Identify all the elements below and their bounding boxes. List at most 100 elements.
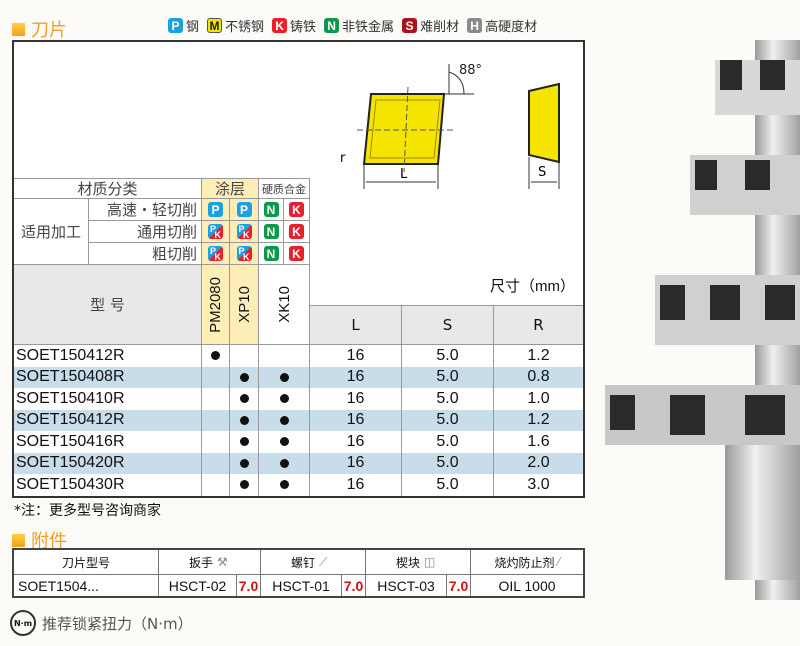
stock-dot-icon — [239, 394, 249, 404]
R-cell: 0.8 — [527, 368, 550, 386]
n-badge-icon: N — [263, 224, 279, 239]
stock-cell — [259, 345, 310, 367]
stock-cell — [230, 431, 259, 453]
L-label: L — [400, 167, 408, 182]
acc-header-oil: 烧灼防止剂⁄ — [471, 550, 583, 575]
S-cell: 5.0 — [402, 474, 494, 496]
legend-label: 难削材 — [420, 20, 460, 35]
stock-cell — [230, 345, 259, 367]
R-cell: 1.0 — [527, 389, 550, 407]
acc-header-wedge: 楔块◫ — [366, 550, 471, 575]
xk10-n-cell: N — [259, 199, 284, 221]
dim-R-header: R — [494, 305, 583, 345]
insert-drawing: 88° L r S — [340, 63, 560, 189]
wedge-icon: ◫ — [424, 555, 436, 569]
insert-section-title: 刀片 — [12, 16, 67, 42]
grade-header-pm2080: PM2080 — [202, 265, 230, 345]
S-cell: 5.0 — [402, 452, 494, 474]
k-badge-icon: K — [289, 246, 304, 261]
grade-header-xp10: XP10 — [230, 265, 259, 345]
stock-dot-icon — [239, 437, 249, 447]
acc-screw: HSCT-01 — [272, 577, 330, 594]
L-cell: 16 — [310, 345, 402, 367]
screw-icon: ⟋ — [319, 554, 328, 569]
section-title-text: 刀片 — [31, 20, 67, 41]
wrench-icon: ⚒ — [217, 555, 228, 569]
L-cell: 16 — [310, 409, 402, 431]
dim-S-header: S — [402, 305, 494, 345]
stock-dot-icon — [239, 458, 249, 468]
material-header: 材质分类 — [14, 178, 202, 199]
stock-cell — [259, 431, 310, 453]
model-header: 型 号 — [14, 265, 202, 345]
milling-cutter-photo — [605, 40, 800, 600]
stock-cell — [259, 452, 310, 474]
S-cell: 5.0 — [402, 409, 494, 431]
stock-cell — [202, 345, 230, 367]
model-cell: SOET150416R — [14, 431, 202, 453]
xk10-n-cell: N — [259, 221, 284, 243]
model-cell: SOET150412R — [14, 409, 202, 431]
apply-row-label: 粗切削 — [89, 243, 202, 265]
acc-wedge: HSCT-03 — [377, 577, 435, 594]
torque-note-label: 推荐锁紧扭力（N·m） — [42, 614, 193, 633]
dimension-header: 尺寸（mm） — [490, 277, 575, 295]
xk10-k-cell: K — [284, 243, 310, 265]
n-badge-icon: N — [263, 202, 279, 217]
stock-dot-icon — [211, 351, 220, 361]
accessory-table: 刀片型号 扳手⚒ 螺钉⟋ 楔块◫ 烧灼防止剂⁄ SOET1504... HSCT… — [12, 548, 585, 598]
stock-dot-icon — [279, 480, 289, 490]
legend-label: 高硬度材 — [485, 20, 538, 35]
model-cell: SOET150412R — [14, 345, 202, 367]
model-cell: SOET150410R — [14, 388, 202, 410]
R-cell: 2.0 — [527, 454, 550, 472]
stock-cell — [202, 409, 230, 431]
stock-cell — [230, 474, 259, 496]
acc-wrench: HSCT-02 — [168, 577, 227, 594]
xk10-k-cell: K — [284, 199, 310, 221]
L-cell: 16 — [310, 366, 402, 388]
k-badge-icon: K — [289, 202, 304, 217]
stock-cell — [230, 366, 259, 388]
L-cell: 16 — [310, 431, 402, 453]
oil-tube-icon: ⁄ — [557, 555, 560, 569]
S-cell: 5.0 — [402, 366, 494, 388]
acc-model: SOET1504... — [14, 575, 159, 596]
stock-cell — [202, 388, 230, 410]
acc-screw-torque: 7.0 — [341, 575, 366, 596]
xk10-n-cell: N — [259, 243, 284, 265]
accessory-section-title: 附件 — [12, 527, 67, 553]
acc-oil: OIL 1000 — [498, 577, 556, 594]
k-badge-icon: K — [272, 18, 288, 33]
h-badge-icon: H — [467, 18, 483, 33]
apply-row-label: 通用切削 — [89, 221, 202, 243]
acc-header-wrench: 扳手⚒ — [159, 550, 261, 575]
stock-dot-icon — [279, 372, 289, 382]
pm2080-apply-cell: P — [202, 199, 230, 221]
dim-L-header: L — [310, 305, 402, 345]
S-cell: 5.0 — [402, 345, 494, 367]
L-cell: 16 — [310, 474, 402, 496]
R-cell: 1.6 — [527, 432, 550, 450]
R-cell: 3.0 — [527, 475, 550, 493]
legend-label: 不锈钢 — [225, 20, 265, 35]
stock-cell — [259, 388, 310, 410]
apply-row-label: 高速・轻切削 — [89, 199, 202, 221]
S-cell: 5.0 — [402, 388, 494, 410]
legend-label: 非铁金属 — [342, 20, 395, 35]
legend-label: 钢 — [186, 20, 200, 35]
k-badge-icon: K — [289, 224, 304, 239]
R-cell: 1.2 — [527, 411, 550, 429]
